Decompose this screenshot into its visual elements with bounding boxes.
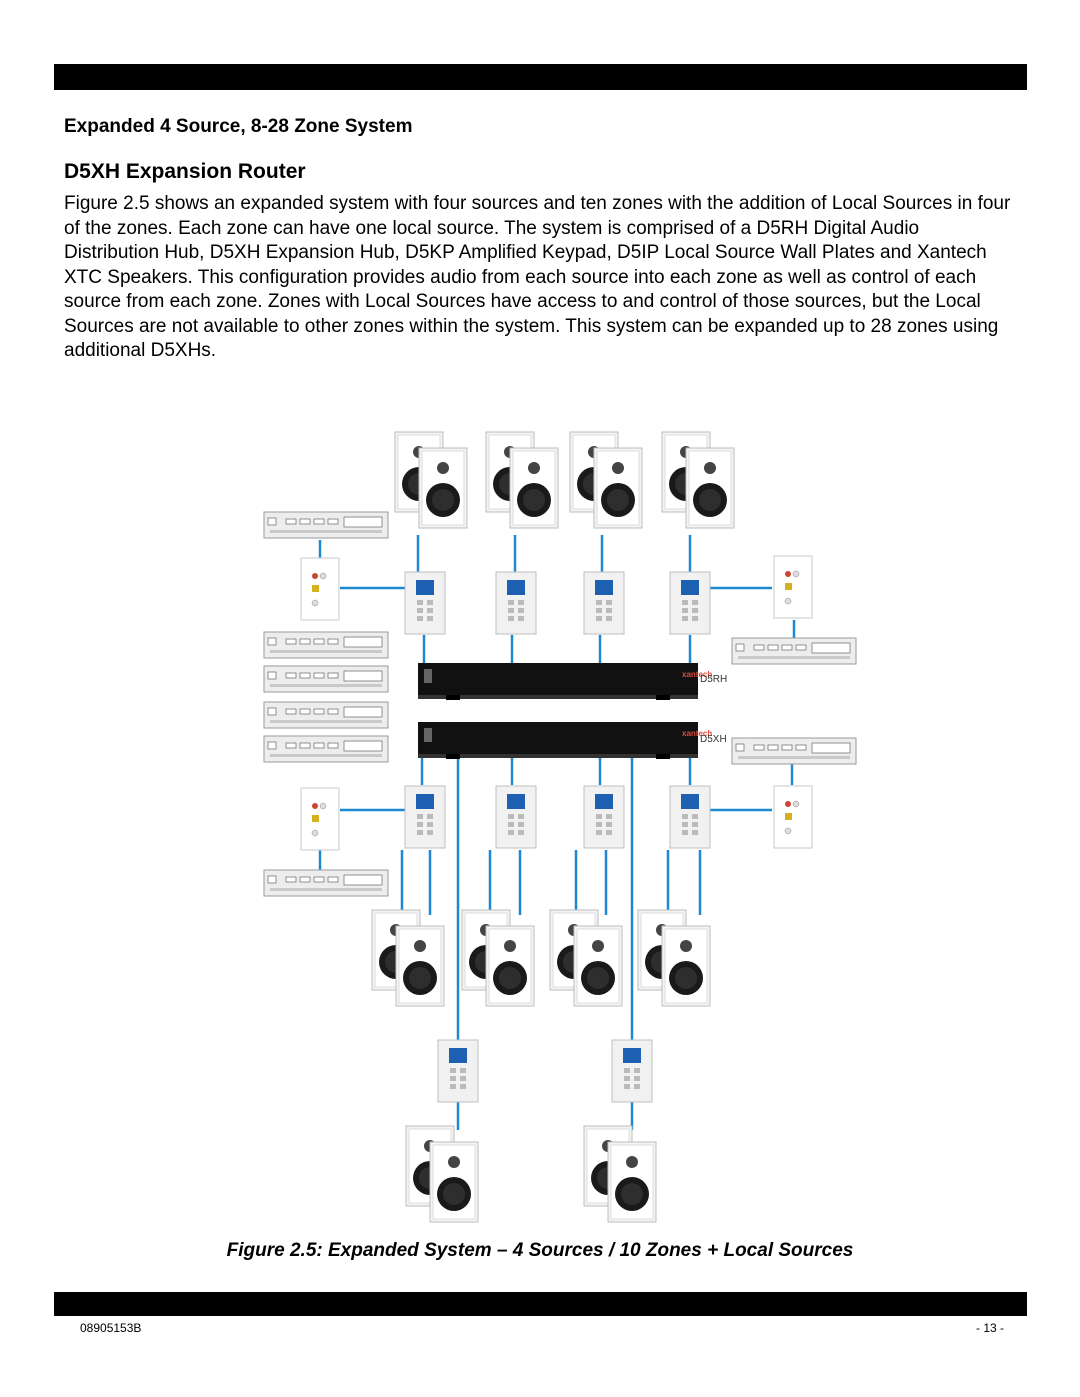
- speaker-pair-zone-5: [372, 910, 444, 1006]
- body-paragraph: Figure 2.5 shows an expanded system with…: [64, 193, 1011, 361]
- speaker-pair-zone-3: [570, 432, 642, 528]
- source-device-7: [731, 637, 857, 665]
- keypad-zone-1: [404, 571, 446, 635]
- speaker-pair-zone-4: [662, 432, 734, 528]
- figure-caption: Figure 2.5: Expanded System – 4 Sources …: [226, 1240, 854, 1261]
- speaker-pair-zone-1: [395, 432, 467, 528]
- speaker-pair-zone-8: [638, 910, 710, 1006]
- speaker-pair-zone-6: [462, 910, 534, 1006]
- keypad-zone-9: [437, 1039, 479, 1103]
- wiring: [318, 535, 796, 1160]
- keypad-zone-4: [669, 571, 711, 635]
- footer-page-number: - 13 -: [975, 1321, 1004, 1335]
- d5rh-hub: [418, 663, 698, 700]
- section-heading: Expanded 4 Source, 8-28 Zone System: [64, 116, 413, 137]
- source-device-1: [263, 511, 389, 539]
- source-device-3: [263, 665, 389, 693]
- footer-bar: [54, 1292, 1027, 1316]
- source-device-5: [263, 735, 389, 763]
- subsection-heading: D5XH Expansion Router: [64, 160, 306, 183]
- local-source-wall-plate-2: [773, 555, 813, 619]
- system-diagram: xantech D5RH xantech D5XH: [263, 420, 857, 1230]
- d5xh-expansion-hub: [418, 722, 698, 759]
- expansion-brand-label: xantech: [682, 729, 712, 738]
- header-bar: [54, 64, 1027, 90]
- keypad-zone-6: [495, 785, 537, 849]
- hub-brand-label: xantech: [682, 670, 712, 679]
- footer-doc-number: 08905153B: [80, 1321, 142, 1335]
- speaker-pair-zone-10: [584, 1126, 656, 1222]
- source-device-2: [263, 631, 389, 659]
- local-source-wall-plate-3: [300, 787, 340, 851]
- source-device-6: [263, 869, 389, 897]
- keypad-zone-8: [669, 785, 711, 849]
- keypad-zone-3: [583, 571, 625, 635]
- keypad-zone-5: [404, 785, 446, 849]
- speaker-pair-zone-9: [406, 1126, 478, 1222]
- keypad-zone-10: [611, 1039, 653, 1103]
- source-device-4: [263, 701, 389, 729]
- local-source-wall-plate-1: [300, 557, 340, 621]
- expansion-label: D5XH: [700, 734, 727, 745]
- local-source-wall-plate-4: [773, 785, 813, 849]
- speaker-pair-zone-2: [486, 432, 558, 528]
- keypad-zone-7: [583, 785, 625, 849]
- hub-label: D5RH: [700, 674, 727, 685]
- speaker-pair-zone-7: [550, 910, 622, 1006]
- source-device-8: [731, 737, 857, 765]
- keypad-zone-2: [495, 571, 537, 635]
